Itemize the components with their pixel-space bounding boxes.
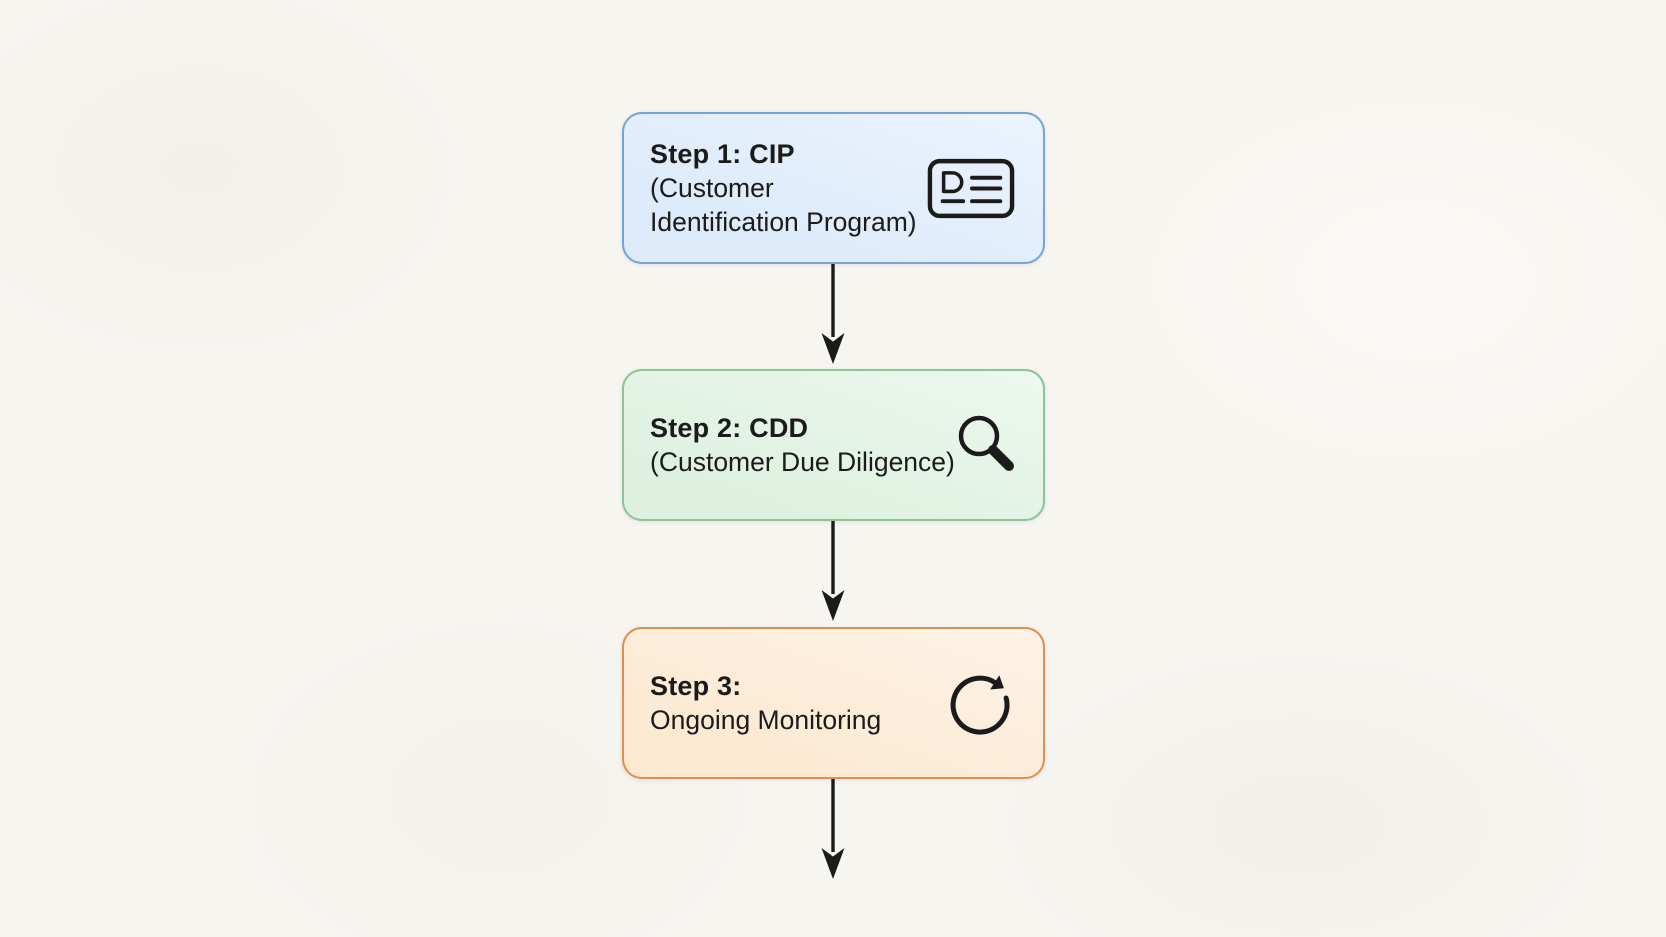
step-box-cdd: Step 2: CDD (Customer Due Diligence) [622, 369, 1045, 521]
flow-arrow [818, 521, 848, 623]
id-card-icon [927, 158, 1015, 219]
step-title: Step 1: CIP [650, 139, 795, 169]
magnifier-icon [955, 412, 1021, 478]
step-title: Step 2: CDD [650, 413, 809, 443]
step-box-cip: Step 1: CIP (Customer Identification Pro… [622, 112, 1045, 264]
step-box-monitoring: Step 3: Ongoing Monitoring [622, 627, 1045, 779]
step-title: Step 3: [650, 671, 742, 701]
step-subtitle: (Customer Due Diligence) [650, 447, 955, 477]
step-subtitle: (Customer Identification Program) [650, 173, 917, 237]
step-text-monitoring: Step 3: Ongoing Monitoring [650, 669, 881, 737]
refresh-icon [945, 668, 1015, 738]
flow-arrow [818, 264, 848, 366]
step-text-cip: Step 1: CIP (Customer Identification Pro… [650, 137, 927, 239]
flow-arrow [818, 779, 848, 881]
step-text-cdd: Step 2: CDD (Customer Due Diligence) [650, 411, 955, 479]
step-subtitle: Ongoing Monitoring [650, 705, 882, 735]
